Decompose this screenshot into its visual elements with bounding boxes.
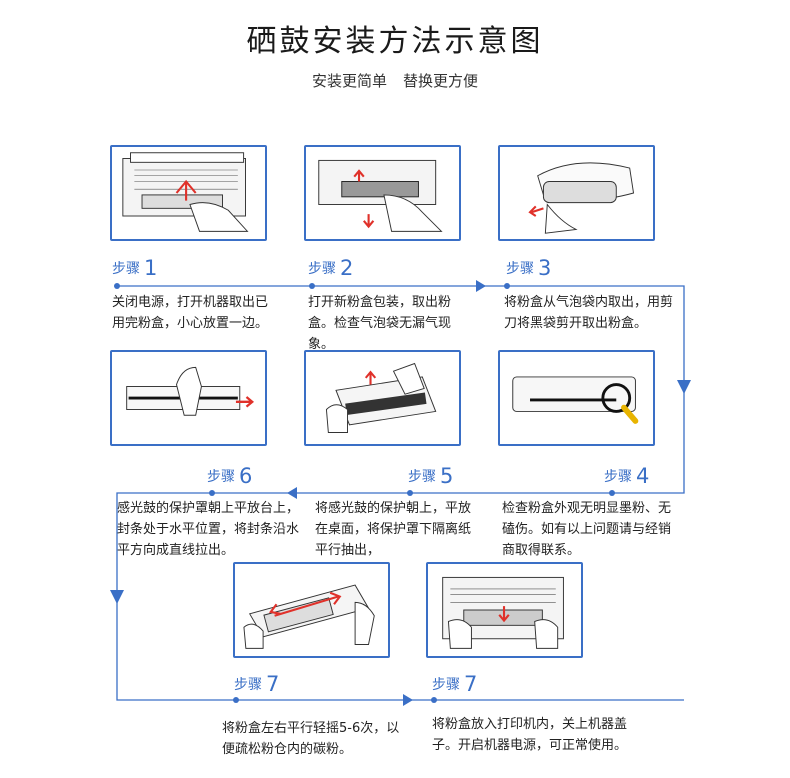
- flow-dot-2: [309, 283, 315, 289]
- remove-protective-paper-icon: [126, 366, 255, 416]
- printer-open-remove-cartridge-icon: [122, 152, 249, 232]
- step-3-description: 将粉盒从气泡袋内取出，用剪刀将黑袋剪开取出粉盒。: [504, 295, 674, 331]
- step-7b-number: 7: [464, 672, 478, 696]
- pull-seal-strip-icon: [325, 362, 437, 433]
- step-2-illustration: [304, 145, 461, 241]
- step-4-number: 4: [636, 464, 650, 488]
- flow-arrow-right-1: [476, 280, 486, 292]
- inspect-cartridge-magnifier-icon: [512, 376, 639, 424]
- step-6-illustration: [110, 350, 267, 446]
- step-7a-illustration: [233, 562, 390, 658]
- step-5-description: 将感光鼓的保护朝上，平放在桌面，将保护罩下隔离纸平行抽出，: [315, 501, 472, 558]
- flow-dot-7: [233, 697, 239, 703]
- subtitle-right: 替换更方便: [403, 72, 479, 90]
- step-7b-illustration: [426, 562, 583, 658]
- step-2-label-text: 步骤: [308, 261, 336, 277]
- flow-arrow-down-1: [677, 380, 691, 394]
- flow-dot-3: [504, 283, 510, 289]
- page-title: 硒鼓安装方法示意图: [246, 24, 544, 59]
- step-3-number: 3: [538, 256, 552, 280]
- cartridge-in-package-icon: [318, 159, 443, 232]
- flow-dot-8: [431, 697, 437, 703]
- flow-dot-6: [209, 490, 215, 496]
- flow-dot-4: [609, 490, 615, 496]
- step-2-number: 2: [340, 256, 354, 280]
- step-5-number: 5: [440, 464, 454, 488]
- step-1-number: 1: [144, 256, 158, 280]
- step-7a-label-text: 步骤: [234, 677, 262, 693]
- step-1-label-text: 步骤: [112, 261, 140, 277]
- insert-cartridge-printer-icon: [442, 576, 564, 649]
- flow-arrow-down-2: [110, 590, 124, 604]
- step-7a-description: 将粉盒左右平行轻摇5-6次，以便疏松粉仓内的碳粉。: [222, 721, 400, 757]
- step-7b-label-text: 步骤: [432, 677, 460, 693]
- flow-dot-5: [407, 490, 413, 496]
- step-6-label-text: 步骤: [207, 469, 235, 485]
- step-5-label-text: 步骤: [408, 469, 436, 485]
- page-subtitle: 安装更简单替换更方便: [0, 70, 790, 91]
- step-5-illustration: [304, 350, 461, 446]
- step-7a-number: 7: [266, 672, 280, 696]
- step-6-number: 6: [239, 464, 253, 488]
- step-1-illustration: [110, 145, 267, 241]
- step-4-label-text: 步骤: [604, 469, 632, 485]
- step-4-illustration: [498, 350, 655, 446]
- step-1-description: 关闭电源，打开机器取出已用完粉盒，小心放置一边。: [112, 295, 269, 331]
- step-3-illustration: [498, 145, 655, 241]
- step-6-description: 感光鼓的保护罩朝上平放台上，封条处于水平位置，将封条沿水平方向成直线拉出。: [117, 501, 300, 558]
- subtitle-left: 安装更简单: [311, 72, 387, 90]
- shake-cartridge-icon: [243, 584, 375, 649]
- flow-dot-1: [114, 283, 120, 289]
- step-3-label-text: 步骤: [506, 261, 534, 277]
- step-2-description: 打开新粉盒包装，取出粉盒。检查气泡袋无漏气现象。: [308, 295, 452, 352]
- flow-arrow-right-2: [403, 694, 413, 706]
- step-4-description: 检查粉盒外观无明显墨粉、无磕伤。如有以上问题请与经销商取得联系。: [502, 501, 672, 558]
- step-7b-description: 将粉盒放入打印机内，关上机器盖子。开启机器电源，可正常使用。: [432, 717, 628, 753]
- cartridge-out-of-bag-icon: [528, 162, 635, 234]
